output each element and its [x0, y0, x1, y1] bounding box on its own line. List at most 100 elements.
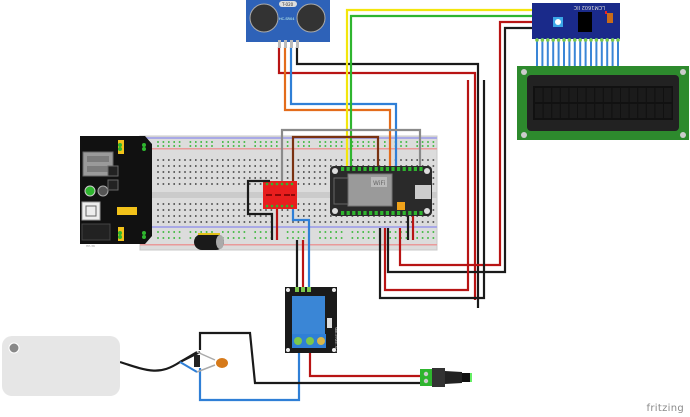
breadboard-hole [249, 165, 251, 167]
breadboard-hole [249, 177, 251, 179]
breadboard-hole [162, 159, 165, 161]
breadboard-hole [200, 177, 202, 179]
breadboard-hole [222, 171, 224, 173]
breadboard-hole [157, 231, 159, 233]
wire-relay-no [308, 350, 420, 378]
mcu-pin [419, 211, 423, 215]
breadboard-hole [157, 203, 159, 205]
breadboard-hole [232, 237, 235, 239]
mcu-pin [357, 167, 361, 171]
breadboard-hole [259, 203, 262, 205]
breadboard-hole [254, 221, 256, 223]
wire-black-long [378, 80, 486, 300]
mcu-pin [352, 211, 356, 215]
mcu-pin [369, 167, 373, 171]
breadboard-hole [313, 159, 316, 161]
breadboard-hole [330, 159, 332, 161]
breadboard-hole [308, 141, 310, 143]
ultrasonic-sensor: T-020 HC-SR04 [246, 0, 330, 48]
breadboard-hole [173, 237, 175, 239]
fritzing-watermark: fritzing [646, 403, 684, 414]
breadboard-hole [178, 231, 181, 233]
breadboard-hole [427, 231, 429, 233]
breadboard-hole [324, 209, 327, 211]
breadboard-hole [303, 221, 305, 223]
breadboard-hole [351, 231, 354, 233]
breadboard-hole [189, 221, 192, 223]
breadboard-hole [400, 221, 402, 223]
lcd-cell [655, 88, 663, 102]
breadboard-hole [421, 141, 424, 143]
breadboard-hole [195, 231, 197, 233]
breadboard-hole [195, 165, 197, 167]
breadboard-hole [286, 209, 289, 211]
mcu-pin [408, 167, 412, 171]
breadboard-hole [270, 177, 273, 179]
breadboard-hole [205, 141, 208, 143]
lcd-cell [543, 104, 552, 118]
breadboard-hole [297, 159, 300, 161]
breadboard-hole [373, 237, 375, 239]
breadboard-hole [178, 165, 181, 167]
breadboard-hole [232, 141, 235, 143]
breadboard-hole [362, 141, 364, 143]
mcu-pin [397, 211, 401, 215]
breadboard-hole [162, 231, 165, 233]
breadboard-hole [157, 209, 159, 211]
breadboard-hole [351, 145, 354, 147]
breadboard-hole [238, 237, 240, 239]
breadboard-hole [200, 215, 202, 217]
lcd-header-pins [535, 38, 620, 67]
breadboard-hole [405, 145, 408, 147]
breadboard-hole [367, 231, 370, 233]
breadboard-hole [313, 165, 316, 167]
breadboard-hole [249, 203, 251, 205]
breadboard-hole [308, 209, 310, 211]
lcd-cell [646, 104, 655, 118]
breadboard-hole [373, 159, 375, 161]
breadboard-hole [367, 141, 370, 143]
relay-module: SRD-05VDC-SL-C [285, 287, 338, 353]
breadboard-hole [324, 165, 327, 167]
jumper-top [118, 140, 124, 154]
breadboard-hole [303, 177, 305, 179]
breadboard-hole [200, 221, 202, 223]
breadboard-hole [297, 145, 300, 147]
breadboard-hole [319, 231, 321, 233]
breadboard-hole [357, 145, 359, 147]
breadboard-hole [184, 183, 186, 185]
breadboard-hole [340, 221, 343, 223]
breadboard-hole [178, 145, 181, 147]
breadboard-hole [373, 221, 375, 223]
breadboard-hole [173, 177, 175, 179]
breadboard-hole [265, 171, 267, 173]
breadboard-hole [432, 177, 435, 179]
power-led [84, 185, 96, 197]
wire-ultrasonic-gnd [295, 47, 480, 308]
breadboard-hole [416, 145, 418, 147]
breadboard-hole [308, 215, 310, 217]
breadboard-hole [254, 165, 256, 167]
breadboard-hole [432, 165, 435, 167]
breadboard-hole [254, 171, 256, 173]
breadboard-hole [384, 159, 386, 161]
breadboard-hole [205, 159, 208, 161]
breadboard-hole [324, 171, 327, 173]
breadboard-hole [276, 165, 278, 167]
breadboard-hole [313, 171, 316, 173]
breadboard-hole [308, 159, 310, 161]
breadboard-hole [178, 171, 181, 173]
mcu-pin [374, 167, 378, 171]
lcd-cell [560, 88, 569, 102]
lcd-cell [586, 104, 595, 118]
wire-relay-in [291, 209, 311, 287]
breadboard-hole [232, 215, 235, 217]
lcd-pin [562, 38, 566, 42]
breadboard-hole [270, 141, 273, 143]
breadboard-hole [357, 221, 359, 223]
breadboard-hole [389, 237, 391, 239]
breadboard-hole [324, 221, 327, 223]
lcd-cell [638, 88, 646, 102]
breadboard-hole [173, 209, 175, 211]
breadboard-hole [189, 141, 192, 143]
